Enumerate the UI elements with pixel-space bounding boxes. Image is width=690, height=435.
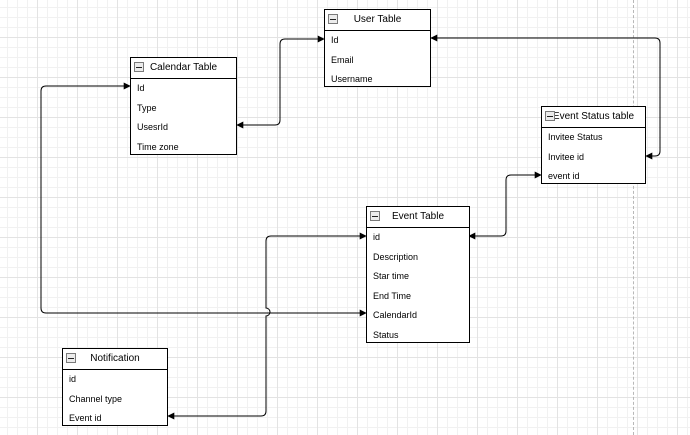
event-table-field-status[interactable]: Status xyxy=(373,329,399,340)
calendar-table-header[interactable]: Calendar Table xyxy=(131,58,236,79)
calendar-table-field-time-zone[interactable]: Time zone xyxy=(137,141,179,152)
connector-user-id-to-calendar-userid[interactable] xyxy=(236,35,325,129)
event-status-table-header[interactable]: Event Status table xyxy=(542,107,645,128)
notification-table-title: Notification xyxy=(90,353,140,364)
user-table-field-username[interactable]: Username xyxy=(331,74,373,85)
event-status-table[interactable]: Event Status table Invitee Status Invite… xyxy=(541,106,646,184)
user-table-field-id[interactable]: Id xyxy=(331,35,339,45)
event-status-field-event-id[interactable]: event id xyxy=(548,171,580,182)
connector-event-id-to-notification-event-id[interactable] xyxy=(167,232,367,420)
user-table[interactable]: User Table Id Email Username xyxy=(324,9,431,87)
connector-event-id-to-status-event-id[interactable] xyxy=(468,171,542,240)
collapse-icon[interactable] xyxy=(545,111,555,121)
event-table-field-start-time[interactable]: Star time xyxy=(373,271,410,282)
calendar-table-field-type[interactable]: Type xyxy=(137,102,157,113)
event-table-field-calendar-id[interactable]: CalendarId xyxy=(373,310,418,321)
notification-field-channel-type[interactable]: Channel type xyxy=(69,393,123,404)
event-table[interactable]: Event Table id Description Star time End… xyxy=(366,206,470,343)
event-table-field-end-time[interactable]: End Time xyxy=(373,290,412,301)
collapse-icon[interactable] xyxy=(328,14,338,24)
notification-table-header[interactable]: Notification xyxy=(63,349,167,370)
notification-table[interactable]: Notification id Channel type Event id xyxy=(62,348,168,426)
event-table-field-id[interactable]: id xyxy=(373,232,381,242)
connector-user-id-to-invitee-id[interactable] xyxy=(430,34,661,160)
event-table-title: Event Table xyxy=(391,211,445,222)
collapse-icon[interactable] xyxy=(370,211,380,221)
user-table-header[interactable]: User Table xyxy=(325,10,430,31)
calendar-table-field-id[interactable]: Id xyxy=(137,83,145,93)
notification-field-event-id[interactable]: Event id xyxy=(69,413,102,424)
calendar-table-title: Calendar Table xyxy=(149,62,218,73)
event-status-table-title: Event Status table xyxy=(552,111,635,122)
connector-event-calendarid-to-calendar-id[interactable] xyxy=(40,82,367,317)
collapse-icon[interactable] xyxy=(134,62,144,72)
user-table-title: User Table xyxy=(353,14,402,25)
collapse-icon[interactable] xyxy=(66,353,76,363)
event-table-header[interactable]: Event Table xyxy=(367,207,469,228)
event-table-field-description[interactable]: Description xyxy=(373,251,419,262)
user-table-field-email[interactable]: Email xyxy=(331,54,354,65)
notification-field-id[interactable]: id xyxy=(69,374,77,384)
event-status-field-invitee-status[interactable]: Invitee Status xyxy=(548,132,603,142)
calendar-table[interactable]: Calendar Table Id Type UsesrId Time zone xyxy=(130,57,237,155)
calendar-table-field-userid[interactable]: UsesrId xyxy=(137,122,169,133)
event-status-field-invitee-id[interactable]: Invitee id xyxy=(548,151,585,162)
page-boundary-guide xyxy=(633,0,634,435)
